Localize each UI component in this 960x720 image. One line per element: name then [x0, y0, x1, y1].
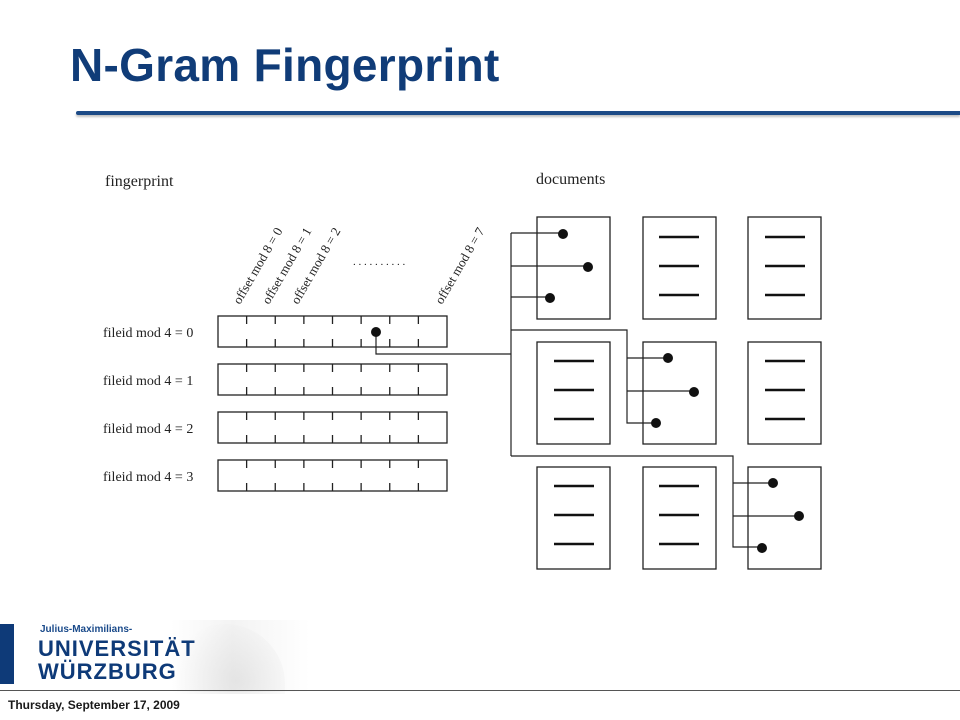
ngram-dot: [689, 387, 699, 397]
connector-lines: [375, 232, 799, 548]
footer-divider: [0, 690, 960, 691]
documents-label: documents: [536, 171, 605, 188]
document-r0c2: [747, 216, 822, 320]
slide-date: Thursday, September 17, 2009: [8, 698, 180, 712]
fingerprint-set-bit-dot: [371, 327, 381, 337]
logo-mark: [0, 624, 14, 684]
logo-line-1: Julius-Maximilians-: [40, 624, 133, 635]
document-text-lines: [554, 235, 805, 546]
document-r2c1: [642, 466, 717, 570]
row-label-2: fileid mod 4 = 2: [103, 422, 193, 437]
branch-doc-r2c2-trunk: [511, 455, 762, 548]
document-r1c1: [642, 341, 717, 445]
document-r1c0: [536, 341, 611, 445]
bit-cell-ticks: [245, 316, 420, 491]
university-logo: Julius-Maximilians- UNIVERSITÄT WÜRZBURG: [0, 620, 310, 692]
document-r0c0: [536, 216, 611, 320]
ngram-dot: [663, 353, 673, 363]
title-underline: [76, 111, 960, 115]
logo-line-2: UNIVERSITÄT: [38, 636, 196, 661]
document-grid: [536, 216, 822, 570]
fingerprint-label: fingerprint: [105, 173, 174, 190]
row-label-1: fileid mod 4 = 1: [103, 374, 193, 389]
row-label-0: fileid mod 4 = 0: [103, 326, 193, 341]
ngram-dot: [651, 418, 661, 428]
document-r0c1: [642, 216, 717, 320]
ngram-dots: [371, 229, 804, 553]
row-label-3: fileid mod 4 = 3: [103, 470, 193, 485]
bit-to-trunk-connector: [375, 332, 511, 355]
logo-line-3: WÜRZBURG: [38, 659, 177, 684]
ngram-dot: [757, 543, 767, 553]
ngram-dot: [768, 478, 778, 488]
offset-label-7: offset mod 8 = 7: [432, 224, 488, 306]
slide-title: N-Gram Fingerprint: [70, 39, 500, 91]
document-r2c2: [747, 466, 822, 570]
document-r1c2: [747, 341, 822, 445]
ngram-dot: [794, 511, 804, 521]
branch-doc-r1c1-trunk: [511, 329, 656, 424]
ngram-dot: [558, 229, 568, 239]
ngram-dot: [583, 262, 593, 272]
fingerprint-rows: [217, 315, 448, 492]
document-r2c0: [536, 466, 611, 570]
ngram-dot: [545, 293, 555, 303]
offset-ellipsis: . . . . . . . . . .: [353, 256, 406, 268]
